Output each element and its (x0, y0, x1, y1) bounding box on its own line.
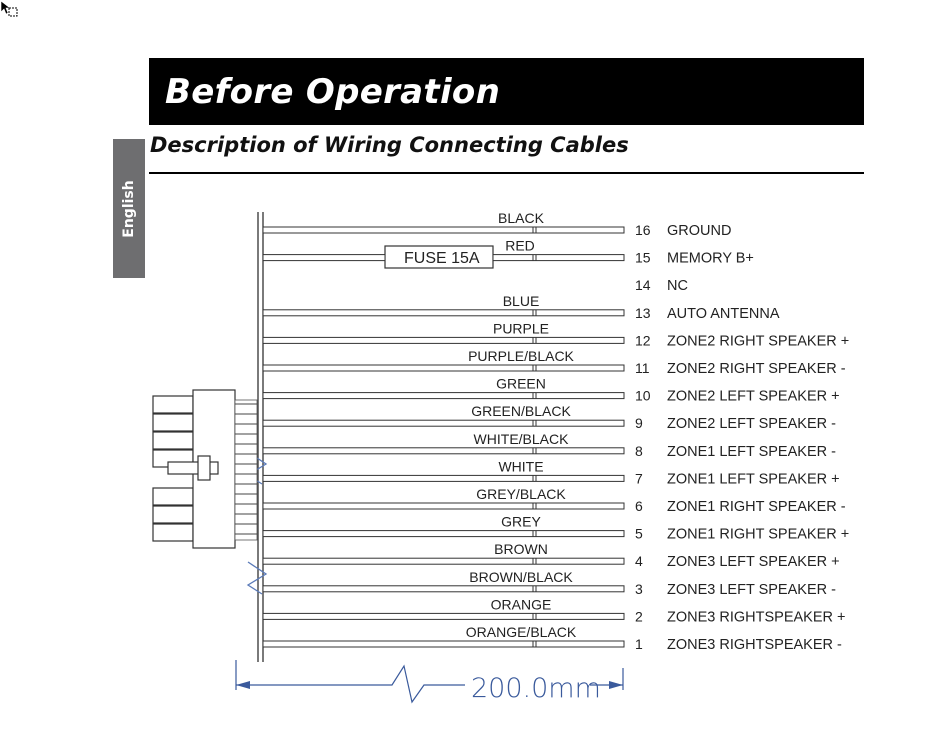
wire-row: ORANGE/BLACK 1 ZONE3 RIGHTSPEAKER - (262, 624, 842, 653)
pin-function: ZONE2 RIGHT SPEAKER + (667, 333, 849, 349)
dimension-arrow-left (236, 681, 250, 689)
pin-number: 11 (635, 360, 650, 376)
wire-line (492, 254, 625, 262)
pin-function: ZONE3 RIGHTSPEAKER - (667, 637, 842, 653)
wire-line (262, 336, 625, 344)
pin-function: ZONE1 RIGHT SPEAKER - (667, 499, 846, 515)
wire-row: BLACK 16 GROUND (262, 210, 731, 239)
wire-color-label: WHITE/BLACK (474, 431, 570, 447)
pin-number: 4 (635, 553, 643, 569)
dimension-label: 200.0mm (471, 673, 601, 704)
section-title: Description of Wiring Connecting Cables (150, 133, 629, 157)
cable-break-mark (246, 561, 268, 595)
wire-row: GREEN 10 ZONE2 LEFT SPEAKER + (262, 376, 840, 405)
wire-line (262, 364, 625, 372)
wire-row: BROWN/BLACK 3 ZONE3 LEFT SPEAKER - (262, 569, 836, 598)
wire-color-label: PURPLE (493, 320, 549, 336)
pin-number: 16 (635, 222, 651, 238)
wire-color-label: ORANGE (491, 596, 552, 612)
wire-row: ORANGE 2 ZONE3 RIGHTSPEAKER + (262, 596, 845, 625)
wire-line (262, 419, 625, 427)
wire-line (262, 226, 625, 234)
header-bar: Before Operation (149, 58, 864, 125)
wire-line (262, 309, 625, 317)
wire-color-label: PURPLE/BLACK (468, 348, 574, 364)
pin-function: ZONE1 RIGHT SPEAKER + (667, 527, 849, 543)
wire-row: RED 15 MEMORY B+ (262, 238, 754, 267)
pin-function: ZONE2 LEFT SPEAKER + (667, 389, 840, 405)
wire-line (262, 612, 625, 620)
pin-number: 1 (635, 636, 643, 652)
dimension-arrow-right (609, 681, 623, 689)
section-divider (149, 172, 864, 174)
pin-function: ZONE3 LEFT SPEAKER + (667, 554, 840, 570)
pin-number: 13 (635, 305, 651, 321)
pin-function: ZONE1 LEFT SPEAKER + (667, 471, 840, 487)
pin-number: 7 (635, 470, 643, 486)
mouse-cursor-icon (0, 0, 18, 17)
page-title: Before Operation (165, 72, 501, 112)
wire-row: 14 NC (635, 277, 688, 294)
wire-color-label: BROWN/BLACK (469, 569, 573, 585)
wire-color-label: GREEN (496, 376, 546, 392)
pin-function: ZONE1 LEFT SPEAKER - (667, 444, 836, 460)
wire-row: BROWN 4 ZONE3 LEFT SPEAKER + (262, 541, 840, 570)
pin-function: NC (667, 278, 688, 294)
pin-number: 6 (635, 498, 643, 514)
language-tab: English (113, 139, 145, 278)
pin-number: 15 (635, 250, 651, 266)
wire-color-label: BLACK (498, 210, 545, 226)
wire-row: BLUE 13 AUTO ANTENNA (262, 293, 780, 322)
pin-number: 9 (635, 415, 643, 431)
harness-connector (152, 389, 258, 549)
pin-function: ZONE3 RIGHTSPEAKER + (667, 609, 845, 625)
pin-function: MEMORY B+ (667, 251, 754, 267)
pin-number: 14 (635, 277, 651, 293)
wire-line (262, 585, 625, 593)
wire-color-label: GREEN/BLACK (471, 403, 571, 419)
wire-row: WHITE 7 ZONE1 LEFT SPEAKER + (262, 458, 840, 487)
wire-color-label: GREY (501, 514, 541, 530)
wire-color-label: RED (505, 238, 535, 254)
connector-leads (235, 403, 257, 535)
wire-row: GREEN/BLACK 9 ZONE2 LEFT SPEAKER - (262, 403, 836, 432)
wire-row: GREY 5 ZONE1 RIGHT SPEAKER + (262, 514, 849, 543)
wire-line (262, 254, 386, 262)
pin-function: ZONE2 RIGHT SPEAKER - (667, 361, 846, 377)
pin-number: 8 (635, 443, 643, 459)
pin-function: ZONE2 LEFT SPEAKER - (667, 416, 836, 432)
pin-number: 12 (635, 332, 651, 348)
pin-number: 10 (635, 388, 651, 404)
pin-function: ZONE3 LEFT SPEAKER - (667, 582, 836, 598)
pin-function: GROUND (667, 223, 731, 239)
pin-function: AUTO ANTENNA (667, 306, 780, 322)
wire-color-label: BROWN (494, 541, 548, 557)
wire-row: PURPLE 12 ZONE2 RIGHT SPEAKER + (262, 320, 849, 349)
wire-color-label: ORANGE/BLACK (466, 624, 577, 640)
fuse-label: FUSE 15A (404, 250, 480, 267)
wire-row: WHITE/BLACK 8 ZONE1 LEFT SPEAKER - (262, 431, 836, 460)
wire-line (262, 392, 625, 400)
pin-number: 3 (635, 581, 643, 597)
wire-line (262, 640, 625, 648)
wire-line (262, 530, 625, 538)
wire-color-label: WHITE (498, 458, 543, 474)
wire-line (262, 502, 625, 510)
wire-line (262, 474, 625, 482)
wire-row: GREY/BLACK 6 ZONE1 RIGHT SPEAKER - (262, 486, 846, 515)
wire-color-label: BLUE (503, 293, 540, 309)
wire-row: PURPLE/BLACK 11 ZONE2 RIGHT SPEAKER - (262, 348, 846, 377)
wire-color-label: GREY/BLACK (476, 486, 566, 502)
pin-number: 2 (635, 608, 643, 624)
pin-number: 5 (635, 526, 643, 542)
wire-line (262, 557, 625, 565)
wire-line (262, 447, 625, 455)
